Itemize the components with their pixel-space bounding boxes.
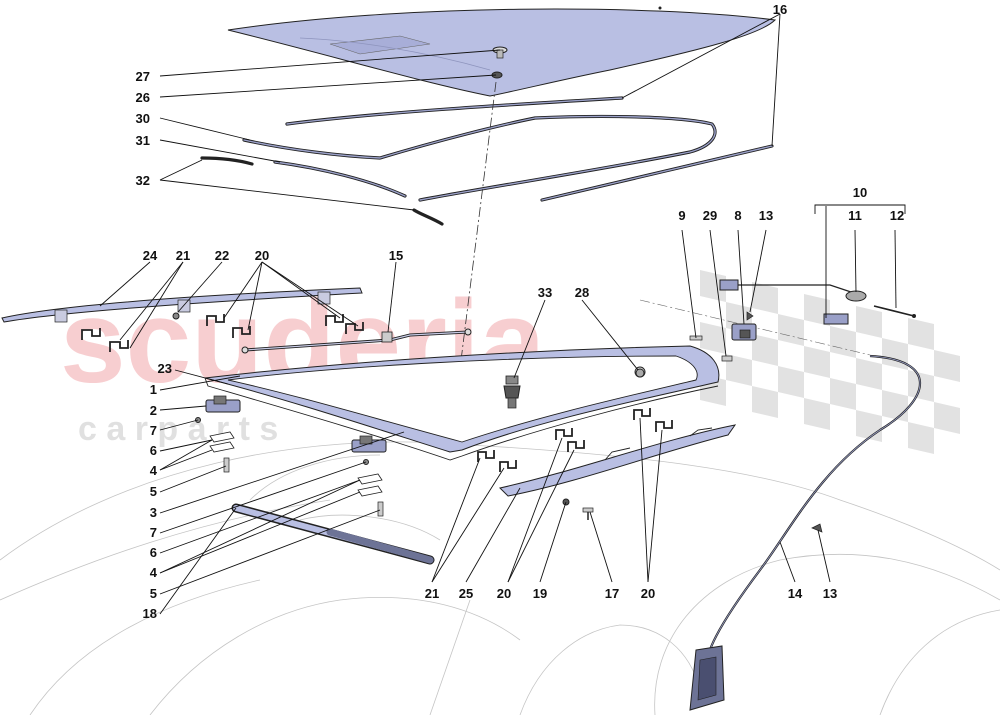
clips-20-lower [555, 408, 673, 452]
seal-32-a [200, 156, 254, 166]
callout-27: 27 [136, 69, 150, 84]
callout-6-right: 6 [150, 545, 157, 560]
callout-28: 28 [575, 285, 589, 300]
flag-square [908, 422, 934, 454]
flag-square [700, 322, 726, 354]
callout-5-left: 5 [150, 484, 157, 499]
trim-panel-25 [499, 424, 737, 497]
seal-16-upper [285, 96, 624, 126]
flag-square [804, 398, 830, 430]
flag-square [934, 350, 960, 382]
callout-7-right: 7 [150, 525, 157, 540]
shims-4-left [195, 417, 235, 473]
callout-18: 18 [143, 606, 157, 621]
flag-square [856, 358, 882, 390]
callout-4-right: 4 [150, 565, 158, 580]
release-handle [689, 645, 725, 711]
bumper-28 [635, 368, 645, 378]
flag-square [778, 314, 804, 346]
clips-21-left [81, 328, 129, 352]
prop-rod-15 [241, 328, 472, 354]
callout-21-top: 21 [176, 248, 190, 263]
callout-8: 8 [734, 208, 741, 223]
flag-square [882, 390, 908, 422]
cable-12 [873, 305, 916, 318]
callout-25: 25 [459, 586, 473, 601]
seal-30-loop [242, 114, 717, 202]
callout-3: 3 [150, 505, 157, 520]
flag-square [830, 378, 856, 410]
callout-13-top: 13 [759, 208, 773, 223]
flag-square [856, 306, 882, 338]
callout-21-bottom: 21 [425, 586, 439, 601]
checkered-flag-logo [700, 270, 960, 454]
release-mechanism-10 [719, 279, 867, 325]
callout-9: 9 [678, 208, 685, 223]
hood-frame-1 [204, 345, 720, 461]
flag-square [752, 386, 778, 418]
watermark-sub: c a r p a r t s [78, 410, 278, 448]
seal-32-b [412, 208, 444, 226]
callout-4-left: 4 [150, 463, 158, 478]
callout-33: 33 [538, 285, 552, 300]
clips-21-lower [477, 450, 517, 472]
flag-square [752, 282, 778, 314]
screw-22 [172, 312, 180, 320]
callout-16: 16 [773, 2, 787, 17]
callout-10: 10 [853, 185, 867, 200]
hinge-2-right [351, 435, 387, 453]
callout-14: 14 [788, 586, 803, 601]
flag-square [934, 402, 960, 434]
flag-square [700, 270, 726, 302]
screw-17 [582, 507, 594, 520]
flag-square [882, 338, 908, 370]
gas-strut-18 [231, 503, 435, 565]
callout-13-bottom: 13 [823, 586, 837, 601]
callout-6-left: 6 [150, 443, 157, 458]
flag-square [804, 346, 830, 378]
callout-7-left: 7 [150, 423, 157, 438]
release-cable-14 [706, 354, 922, 657]
callout-31: 31 [136, 133, 150, 148]
clip-13-lower [811, 523, 823, 533]
flag-square [778, 366, 804, 398]
seal-31 [273, 160, 407, 198]
callout-15: 15 [389, 248, 403, 263]
flag-square [908, 318, 934, 350]
striker-33 [503, 375, 521, 409]
clip-13-upper [746, 311, 754, 321]
flag-square [830, 326, 856, 358]
callout-2: 2 [150, 403, 157, 418]
callout-29: 29 [703, 208, 717, 223]
callout-11: 11 [848, 208, 862, 223]
callout-24: 24 [143, 248, 158, 263]
callout-20-top: 20 [255, 248, 269, 263]
flag-square [726, 354, 752, 386]
callout-22: 22 [215, 248, 229, 263]
callout-1: 1 [150, 382, 157, 397]
latch-8 [731, 323, 757, 341]
callout-17: 17 [605, 586, 619, 601]
leader-lines [99, 13, 906, 615]
callout-30: 30 [136, 111, 150, 126]
bolt-29 [721, 355, 733, 362]
callout-19: 19 [533, 586, 547, 601]
flag-square [752, 334, 778, 366]
callout-26: 26 [136, 90, 150, 105]
seal-16-right [540, 144, 774, 202]
clips-20-top [206, 314, 364, 338]
callout-labels: 27 26 30 31 32 16 24 21 22 20 15 33 28 1… [136, 2, 905, 621]
callout-20-bottom-b: 20 [641, 586, 655, 601]
callout-5-right: 5 [150, 586, 157, 601]
callout-32: 32 [136, 173, 150, 188]
callout-23: 23 [158, 361, 172, 376]
shims-4-right [357, 459, 384, 517]
callout-12: 12 [890, 208, 904, 223]
flag-square [908, 370, 934, 402]
callout-20-bottom-a: 20 [497, 586, 511, 601]
